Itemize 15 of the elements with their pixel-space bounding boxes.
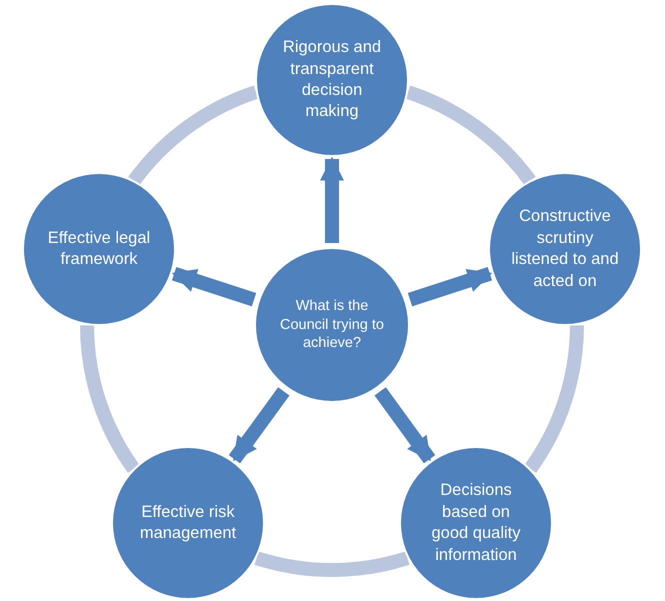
ring-connector <box>80 324 140 472</box>
ring-connector <box>128 86 259 186</box>
arrow <box>408 267 492 306</box>
arrow <box>228 387 290 464</box>
arrow <box>374 387 436 464</box>
node-label: Effective risk management <box>138 502 238 544</box>
node-label: What is the Council trying to achieve? <box>279 296 385 354</box>
arrow <box>320 156 344 243</box>
arrow <box>172 267 256 306</box>
node-label: Effective legal framework <box>46 228 152 270</box>
node-label: Constructive scrutiny listened to and acted on <box>511 206 619 292</box>
node-label: Rigorous and transparent decision making <box>282 37 382 122</box>
ring-connector <box>524 324 584 472</box>
node-label: Decisions based on good quality information <box>430 480 522 566</box>
ring-connector <box>405 86 536 186</box>
